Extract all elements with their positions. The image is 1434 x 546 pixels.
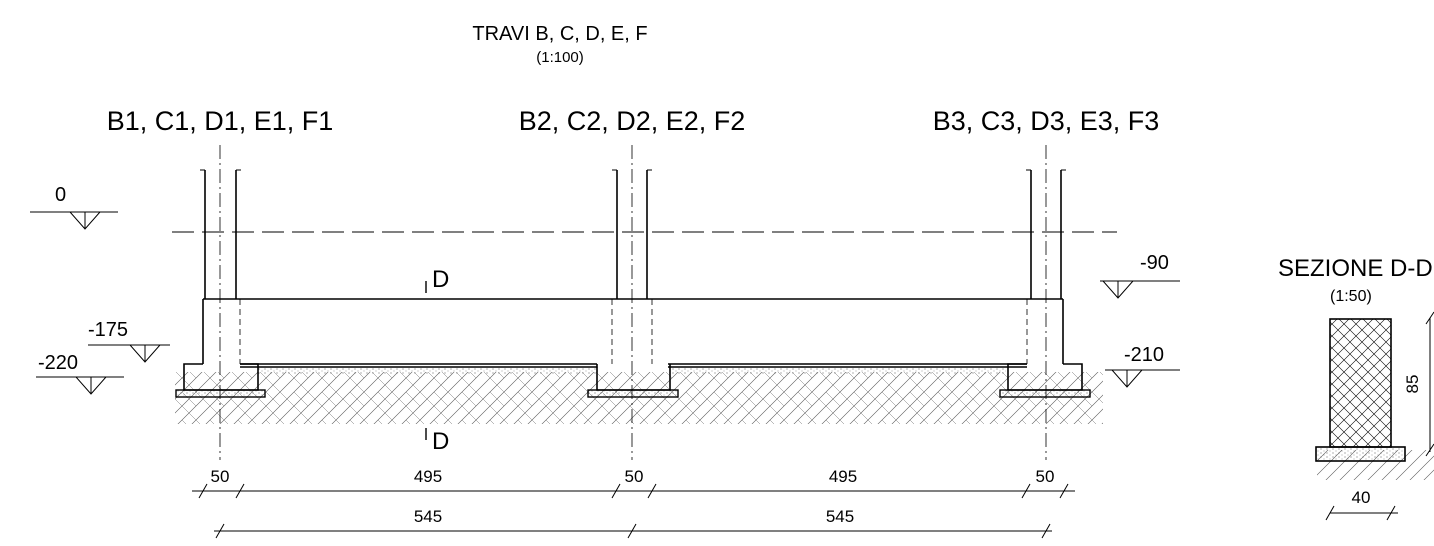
level-marker-0: 0 <box>30 184 118 230</box>
dim-495-a: 495 <box>414 467 442 486</box>
column-3 <box>999 145 1091 460</box>
drawing-title: TRAVI B, C, D, E, F <box>472 23 647 45</box>
dim-50-b: 50 <box>625 467 644 486</box>
column-2 <box>587 145 679 460</box>
dimension-row-1 <box>192 483 1075 499</box>
section-drawing <box>1315 311 1434 521</box>
level-marker-210: -210 <box>1105 344 1180 388</box>
column-1 <box>175 145 266 460</box>
level-label-210: -210 <box>1124 344 1164 366</box>
section-title: SEZIONE D-D <box>1278 255 1433 282</box>
soil-hatching <box>175 367 1103 424</box>
section-scale: (1:50) <box>1330 288 1372 305</box>
level-marker-220: -220 <box>36 352 124 395</box>
level-marker-90: -90 <box>1100 252 1180 299</box>
section-height: 85 <box>1403 375 1422 394</box>
column-label-1: B1, C1, D1, E1, F1 <box>107 106 334 136</box>
column-label-2: B2, C2, D2, E2, F2 <box>519 106 746 136</box>
dim-50-c: 50 <box>1036 467 1055 486</box>
section-marker-top: D <box>425 266 449 293</box>
section-mark-top: D <box>432 266 449 293</box>
foundation-beam <box>202 298 1064 368</box>
level-marker-175: -175 <box>88 319 170 363</box>
dimension-row-2 <box>214 523 1052 539</box>
section-mark-bottom: D <box>432 428 449 455</box>
section-marker-bottom: D <box>425 428 449 455</box>
level-label-0: 0 <box>55 184 66 206</box>
dim-50-a: 50 <box>211 467 230 486</box>
dim-495-b: 495 <box>829 467 857 486</box>
level-label-175: -175 <box>88 319 128 341</box>
level-label-220: -220 <box>38 352 78 374</box>
dim-545-b: 545 <box>826 507 854 526</box>
column-label-3: B3, C3, D3, E3, F3 <box>933 106 1160 136</box>
drawing-scale: (1:100) <box>536 49 584 66</box>
dim-545-a: 545 <box>414 507 442 526</box>
level-label-90: -90 <box>1140 252 1169 274</box>
section-width: 40 <box>1352 488 1371 507</box>
